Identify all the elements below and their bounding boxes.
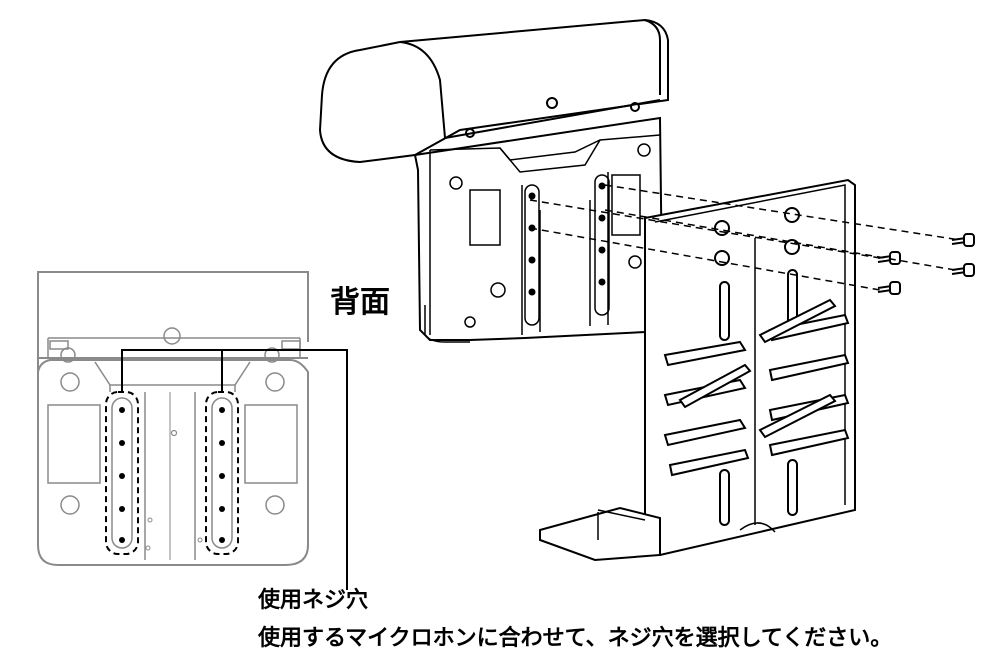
screw-holes xyxy=(119,407,225,543)
back-label: 背面 xyxy=(330,285,390,320)
rear-detail-view xyxy=(37,271,309,566)
screw-hole-highlight xyxy=(105,391,239,555)
mounting-bracket xyxy=(539,178,856,562)
screws xyxy=(877,233,975,295)
leader-line xyxy=(121,349,348,590)
screw-holes-label: 使用ネジ穴 xyxy=(258,588,369,613)
microphone-holder xyxy=(318,18,669,343)
instruction-text: 使用するマイクロホンに合わせて、ネジ穴を選択してください。 xyxy=(258,626,893,651)
